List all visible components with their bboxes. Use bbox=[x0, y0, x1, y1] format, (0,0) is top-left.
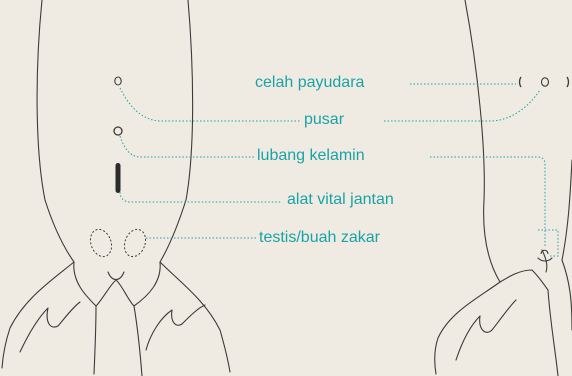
testis-left-marker bbox=[87, 226, 115, 259]
leader-male-organ bbox=[120, 192, 282, 202]
female-center-fluke bbox=[500, 270, 558, 376]
testis-right-marker bbox=[121, 226, 149, 259]
navel-marker-female bbox=[542, 78, 549, 86]
male-vent-curve bbox=[108, 272, 124, 280]
leader-genital-opening-male bbox=[120, 136, 255, 157]
leader-genital-opening-female bbox=[430, 157, 545, 247]
label-male-organ: alat vital jantan bbox=[285, 190, 396, 210]
male-right-fluke bbox=[134, 262, 160, 306]
label-testes: testis/buah zakar bbox=[257, 228, 382, 248]
female-body-right-outline bbox=[562, 160, 572, 330]
female-left-fold bbox=[456, 300, 516, 360]
male-body-right-outline bbox=[160, 0, 230, 372]
male-organ-marker bbox=[116, 163, 121, 193]
male-right-fold bbox=[146, 305, 205, 350]
male-body-left-outline bbox=[2, 0, 74, 368]
genital-opening-marker-male bbox=[114, 127, 122, 135]
navel-marker-male bbox=[115, 77, 121, 85]
male-left-fluke bbox=[74, 262, 96, 374]
label-genital-opening: lubang kelamin bbox=[255, 146, 367, 166]
male-center-fluke bbox=[96, 280, 142, 376]
label-navel: pusar bbox=[302, 110, 346, 130]
mammary-slit-right-mark bbox=[567, 77, 569, 87]
male-left-fold bbox=[20, 302, 80, 352]
female-body-left-outline bbox=[435, 0, 500, 374]
female-genital-opening-mark bbox=[541, 250, 548, 254]
leader-navel-female bbox=[384, 90, 540, 121]
mammary-slit-left-mark bbox=[520, 77, 522, 87]
label-mammary-slits: celah payudara bbox=[253, 73, 366, 93]
